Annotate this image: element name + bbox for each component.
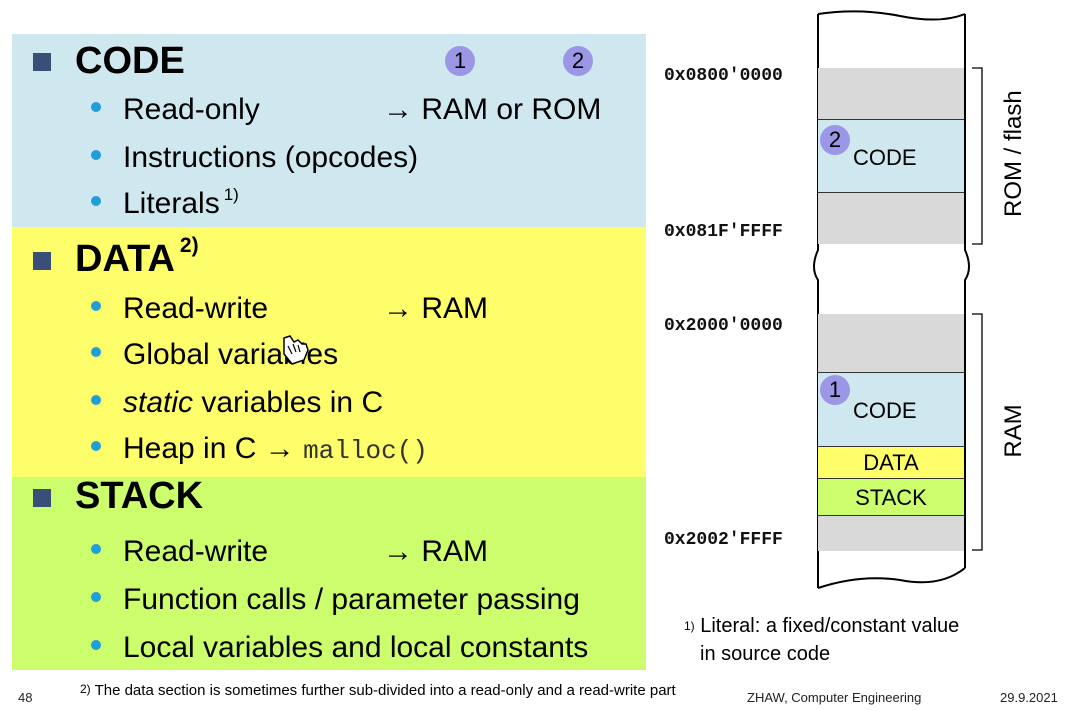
address-ram-start: 0x2000'0000 xyxy=(664,316,783,336)
ram-code-block: 1 CODE xyxy=(818,372,964,446)
ram-stack-block: STACK xyxy=(818,478,964,516)
memory-map-outline xyxy=(813,10,970,589)
code-section-title: CODE xyxy=(75,40,185,82)
stack-item-readwrite-target: → RAM xyxy=(383,535,488,568)
data-section-panel xyxy=(12,227,646,477)
ram-region-label: RAM xyxy=(1000,404,1027,458)
round-bullet-icon xyxy=(91,196,101,206)
code-item-readonly-target: → RAM or ROM xyxy=(383,93,602,126)
data-item-readwrite: Read-write xyxy=(123,292,269,325)
ram-data-block: DATA xyxy=(818,446,964,478)
hand-cursor-icon xyxy=(283,335,309,365)
ram-reserved-top xyxy=(818,314,964,372)
code-badge-1: 1 xyxy=(445,46,475,76)
data-item-heap: Heap in C → malloc() xyxy=(123,432,428,466)
footer-organization: ZHAW, Computer Engineering xyxy=(747,690,922,705)
address-rom-end: 0x081F'FFFF xyxy=(664,222,783,242)
round-bullet-icon xyxy=(91,441,101,451)
stack-item-readwrite: Read-write xyxy=(123,535,269,568)
footnote-literal: 1) Literal: a fixed/constant value in so… xyxy=(684,615,960,665)
stack-item-local-variables: Local variables and local constants xyxy=(123,631,589,664)
rom-code-block: 2 CODE xyxy=(818,119,964,193)
square-bullet-icon xyxy=(33,252,51,270)
rom-code-label: CODE xyxy=(853,145,917,170)
round-bullet-icon xyxy=(91,544,101,554)
square-bullet-icon xyxy=(33,489,51,507)
ram-code-badge: 1 xyxy=(820,375,850,405)
ram-stack-label: STACK xyxy=(855,485,927,510)
stack-section-title: STACK xyxy=(75,475,204,517)
address-rom-start: 0x0800'0000 xyxy=(664,66,783,86)
footer-date: 29.9.2021 xyxy=(1000,690,1058,705)
rom-reserved-top xyxy=(818,68,964,119)
stack-item-function-calls: Function calls / parameter passing xyxy=(123,583,580,616)
rom-reserved-bottom xyxy=(818,193,964,244)
round-bullet-icon xyxy=(91,301,101,311)
round-bullet-icon xyxy=(91,640,101,650)
round-bullet-icon xyxy=(91,102,101,112)
region-brackets xyxy=(972,67,983,551)
ram-data-label: DATA xyxy=(863,450,919,475)
round-bullet-icon xyxy=(91,395,101,405)
footnote-data-section: 2) The data section is sometimes further… xyxy=(80,682,676,699)
ram-reserved-bottom xyxy=(818,516,964,551)
data-item-readwrite-target: → RAM xyxy=(383,292,488,325)
ram-code-label: CODE xyxy=(853,398,917,423)
code-section-panel xyxy=(12,34,646,227)
page-number: 48 xyxy=(18,690,33,705)
data-item-static-variables: static variables in C xyxy=(123,386,384,419)
code-item-readonly: Read-only xyxy=(123,93,260,126)
rom-flash-region-label: ROM / flash xyxy=(1000,90,1027,217)
code-badge-2: 2 xyxy=(563,46,593,76)
stack-section-panel xyxy=(12,477,646,670)
square-bullet-icon xyxy=(33,53,51,71)
rom-code-badge: 2 xyxy=(820,125,850,155)
round-bullet-icon xyxy=(91,150,101,160)
code-item-instructions: Instructions (opcodes) xyxy=(123,141,419,174)
address-ram-end: 0x2002'FFFF xyxy=(664,530,783,550)
round-bullet-icon xyxy=(91,592,101,602)
round-bullet-icon xyxy=(91,347,101,357)
